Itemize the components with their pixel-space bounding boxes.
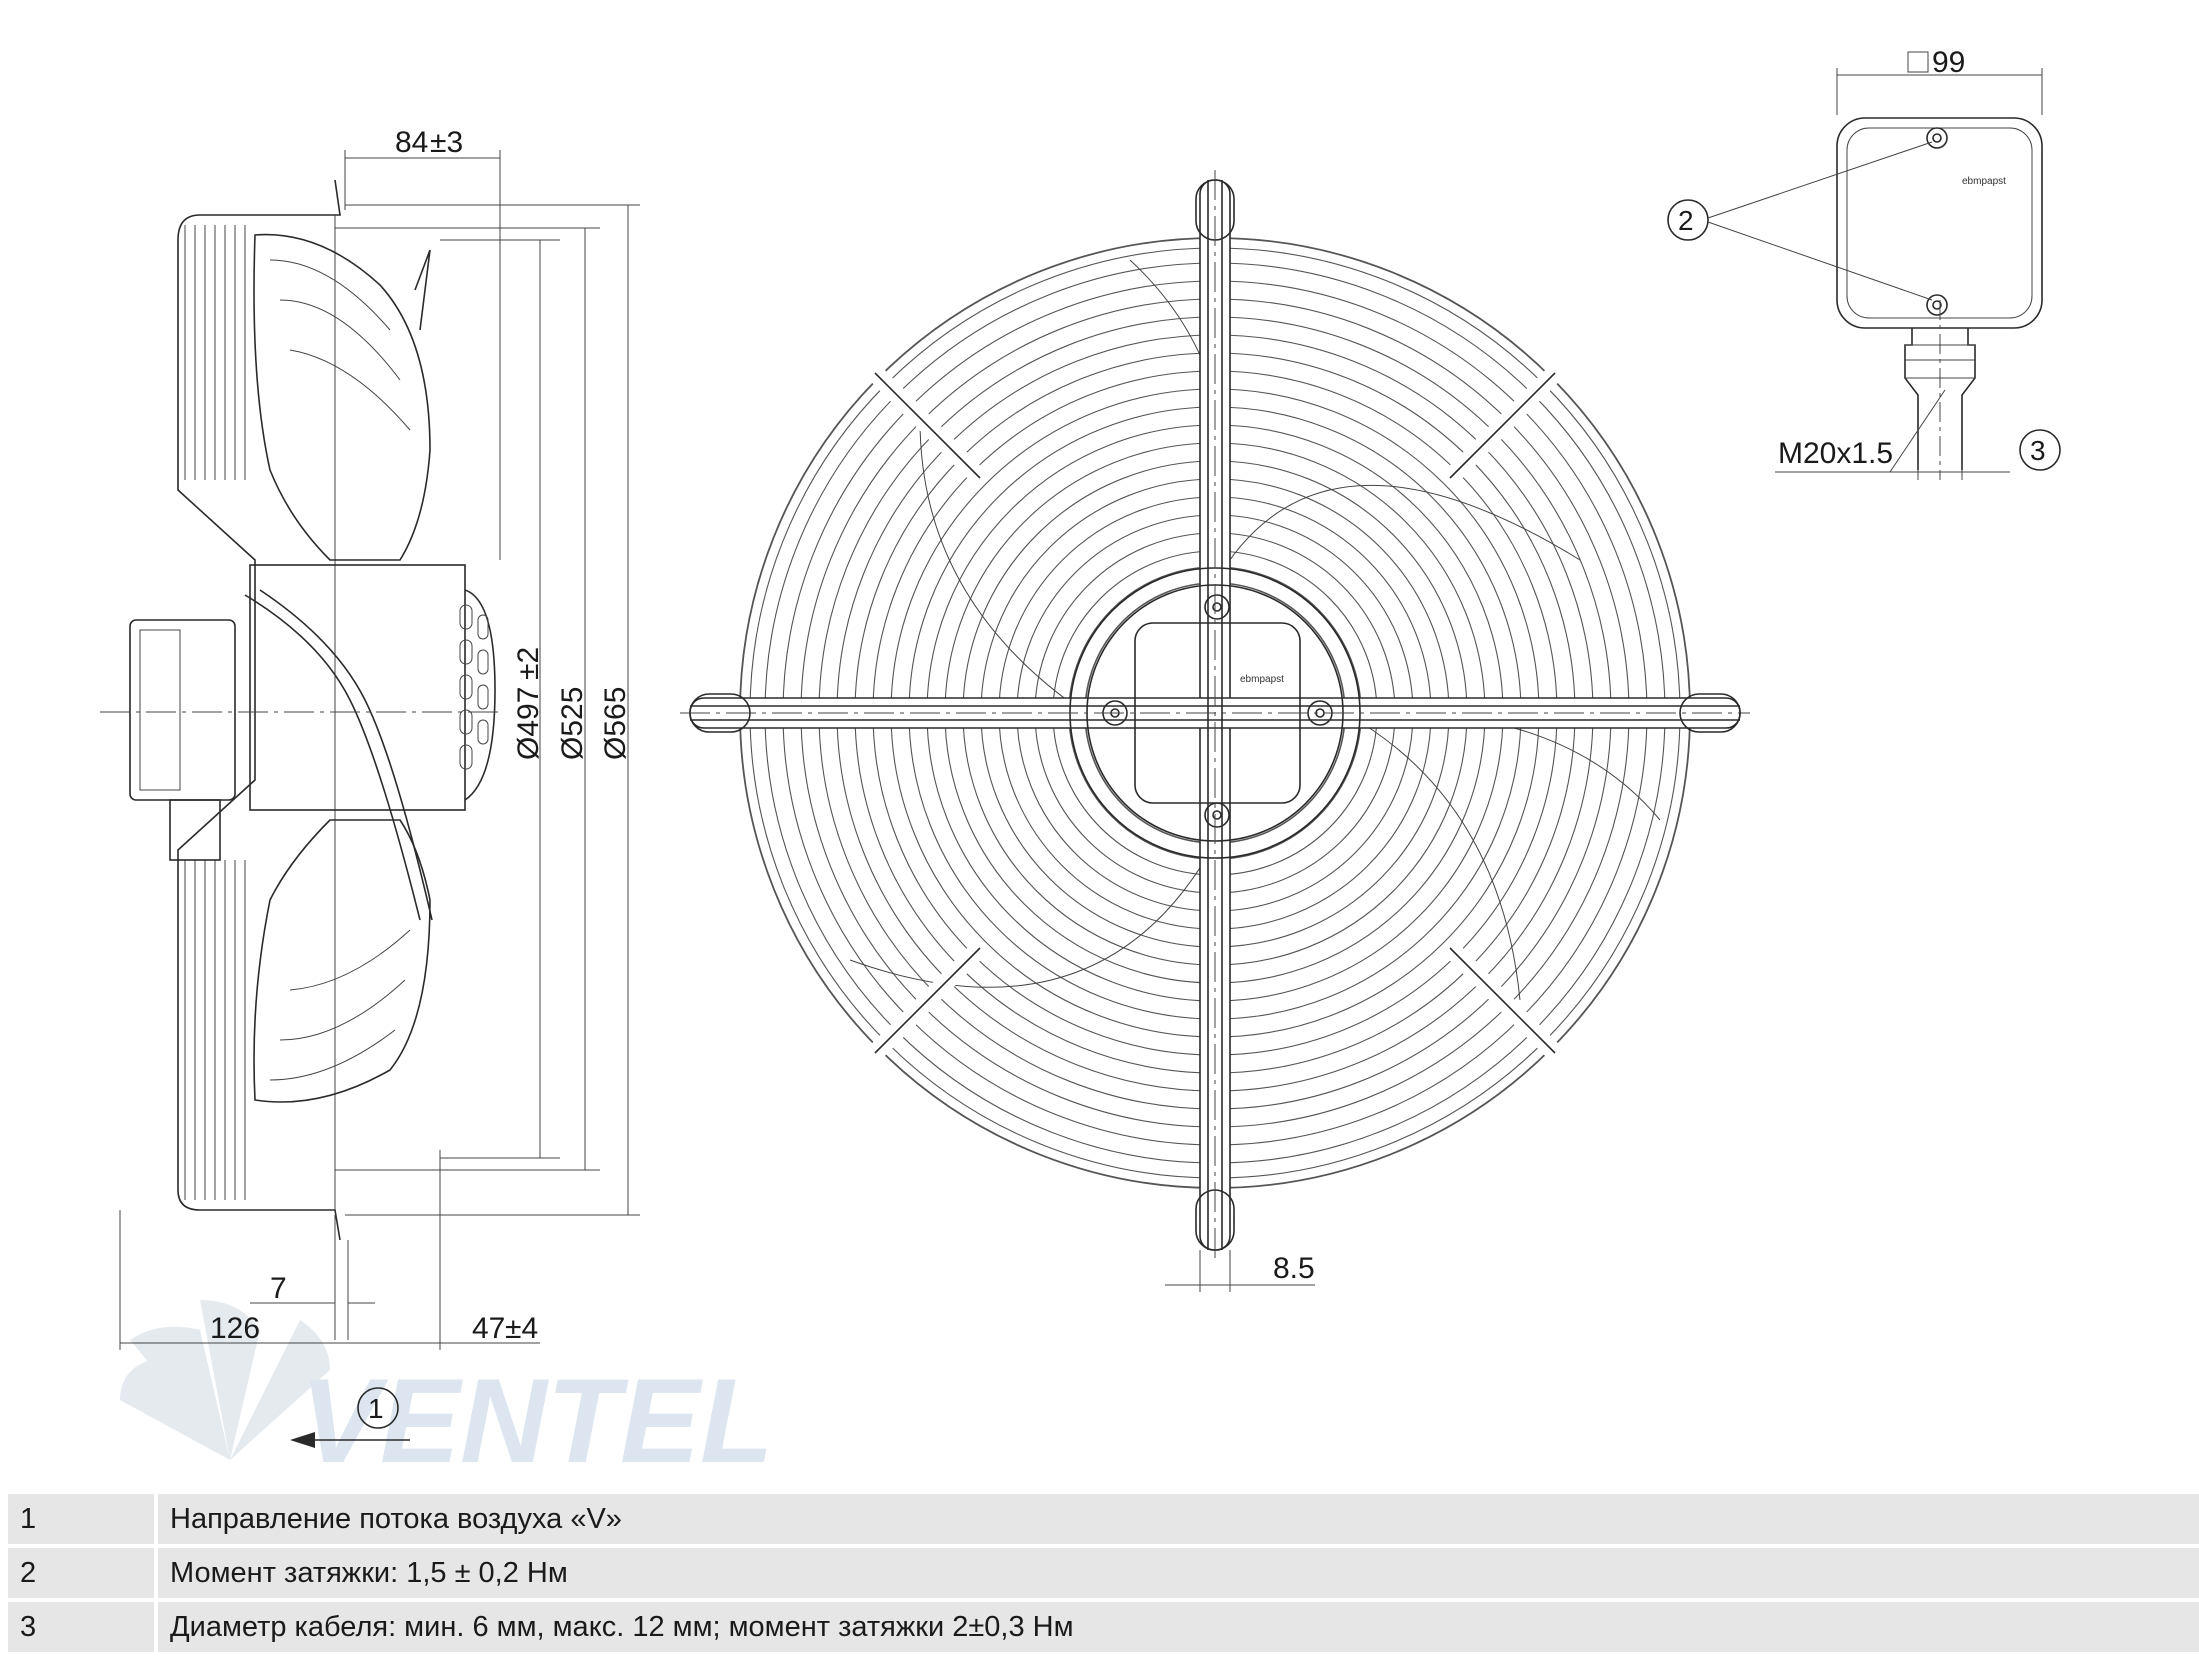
dim-47: 47 ±4 bbox=[348, 1150, 540, 1350]
svg-text:3: 3 bbox=[2030, 435, 2046, 466]
terminal-box-detail: ebmpapst 99 2 M20x1.5 bbox=[1667, 46, 2061, 480]
box-screw-bottom bbox=[1926, 294, 1948, 316]
side-blade-lower bbox=[253, 819, 431, 1103]
legend-number: 1 bbox=[8, 1494, 154, 1544]
watermark-fan-icon bbox=[120, 1300, 330, 1460]
dim-84: 84 ±3 bbox=[344, 126, 501, 560]
side-frame-outline bbox=[177, 179, 341, 1241]
legend-number: 2 bbox=[8, 1548, 154, 1598]
side-blade-upper bbox=[253, 233, 431, 561]
thread-label: M20x1.5 bbox=[1775, 389, 1946, 473]
watermark: VENTEL bbox=[120, 1300, 773, 1488]
legend-row: 2 Момент затяжки: 1,5 ± 0,2 Нм bbox=[8, 1548, 2199, 1598]
box-screw-top bbox=[1926, 127, 1948, 149]
callout-3: 3 bbox=[1890, 429, 2061, 480]
svg-text:2: 2 bbox=[1678, 205, 1694, 236]
dim-d565: Ø565 bbox=[345, 204, 640, 1216]
callout-2: 2 bbox=[1667, 141, 1933, 301]
dim-84-tolerance: ±3 bbox=[430, 126, 463, 159]
box-brand-label: ebmpapst bbox=[1962, 176, 2006, 187]
side-hub bbox=[249, 564, 466, 811]
legend-table: 1 Направление потока воздуха «V» 2 Момен… bbox=[8, 1490, 2199, 1656]
legend-text: Диаметр кабеля: мин. 6 мм, макс. 12 мм; … bbox=[154, 1602, 2199, 1652]
dim-box-99: 99 bbox=[1836, 46, 2043, 115]
front-view: ebmpapst 8.5 bbox=[680, 170, 1750, 1292]
dim-d497-value: Ø497 bbox=[512, 687, 545, 760]
dim-126: 126 bbox=[119, 1210, 348, 1350]
dim-7: 7 bbox=[250, 1215, 375, 1340]
watermark-text: VENTEL bbox=[300, 1354, 773, 1488]
square-symbol-icon bbox=[1907, 51, 1929, 73]
dim-8-5: 8.5 bbox=[1165, 1250, 1315, 1292]
dim-d497: Ø497 ±2 bbox=[440, 239, 560, 1159]
svg-text:1: 1 bbox=[368, 1393, 384, 1424]
dim-d497-tolerance: ±2 bbox=[512, 647, 545, 680]
legend-number: 3 bbox=[8, 1602, 154, 1652]
airflow-arrow-icon bbox=[290, 1432, 315, 1448]
box-body bbox=[1836, 117, 2043, 329]
box-cable-gland bbox=[1904, 328, 1976, 470]
dim-d565-value: Ø565 bbox=[599, 687, 632, 760]
dim-84-value: 84 bbox=[395, 126, 428, 159]
dim-47-tolerance: ±4 bbox=[505, 1312, 538, 1345]
front-blades bbox=[849, 259, 1661, 1001]
thread-value: M20x1.5 bbox=[1778, 437, 1893, 470]
legend-row: 1 Направление потока воздуха «V» bbox=[8, 1494, 2199, 1544]
legend-row: 3 Диаметр кабеля: мин. 6 мм, макс. 12 мм… bbox=[8, 1602, 2199, 1652]
front-brand-label: ebmpapst bbox=[1240, 674, 1284, 685]
side-hub-cooling-slots bbox=[459, 604, 489, 770]
side-terminal-box bbox=[129, 619, 236, 801]
legend-text: Направление потока воздуха «V» bbox=[154, 1494, 2199, 1544]
dim-d525-value: Ø525 bbox=[556, 687, 589, 760]
side-cable-gland bbox=[169, 799, 221, 861]
dim-d525: Ø525 bbox=[335, 227, 600, 1171]
side-view: 84 ±3 Ø497 ±2 Ø525 Ø565 bbox=[100, 126, 640, 1448]
dim-box-99-value: 99 bbox=[1932, 46, 1965, 79]
legend-text: Момент затяжки: 1,5 ± 0,2 Нм bbox=[154, 1548, 2199, 1598]
dim-7-value: 7 bbox=[270, 1272, 287, 1305]
dim-126-value: 126 bbox=[210, 1312, 260, 1345]
dim-47-value: 47 bbox=[472, 1312, 505, 1345]
dim-8-5-value: 8.5 bbox=[1273, 1252, 1315, 1285]
callout-1: 1 bbox=[290, 1387, 410, 1448]
